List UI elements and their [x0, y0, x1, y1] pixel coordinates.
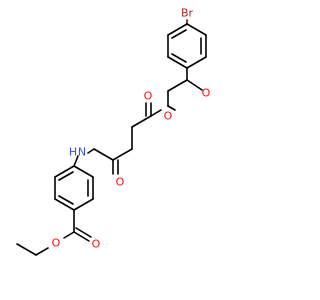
bond — [186, 56, 207, 69]
benzoate-ether-oxygen-label: O — [52, 237, 61, 250]
ketone-oxygen-label: O — [202, 87, 211, 100]
bond — [73, 155, 79, 167]
benzoate-ring — [54, 155, 94, 211]
succinyl-chain — [87, 102, 162, 175]
bond — [167, 105, 176, 111]
bond — [35, 247, 49, 256]
bond — [63, 231, 75, 239]
ester-carbonyl-oxygen-label: O — [144, 90, 153, 103]
ethyl-ester — [16, 209, 92, 256]
bond — [54, 198, 75, 211]
bond — [73, 231, 90, 242]
bond — [131, 115, 152, 128]
ester-oxygen-label: O — [164, 110, 173, 123]
bond — [167, 56, 188, 69]
bond — [58, 195, 74, 205]
bond — [167, 79, 188, 92]
bond — [73, 198, 94, 211]
atom-labels: Br O O O O N H O O — [52, 7, 211, 251]
bond — [112, 148, 133, 161]
bond — [186, 79, 203, 91]
bond — [167, 23, 188, 36]
bond — [54, 165, 75, 178]
bond — [171, 53, 187, 63]
bond — [186, 23, 207, 36]
bond — [75, 227, 92, 238]
bond — [73, 165, 94, 178]
bond — [171, 29, 187, 39]
amide-oxygen-label: O — [116, 176, 125, 189]
amide-nitrogen-label: N — [78, 146, 86, 159]
bond — [16, 243, 37, 256]
bond — [58, 171, 74, 181]
bromophenyl-ring — [167, 19, 207, 69]
bond — [87, 148, 95, 154]
structure-drawing: Br O O O O N H O O — [16, 7, 211, 256]
bond — [93, 148, 114, 161]
keto-linker — [167, 67, 203, 111]
amide-hydrogen-label: H — [69, 146, 77, 159]
benzoate-carbonyl-oxygen-label: O — [92, 238, 101, 251]
bromine-label: Br — [181, 7, 194, 20]
molecule-diagram: Br O O O O N H O O — [16, 7, 211, 256]
bond — [150, 109, 162, 117]
